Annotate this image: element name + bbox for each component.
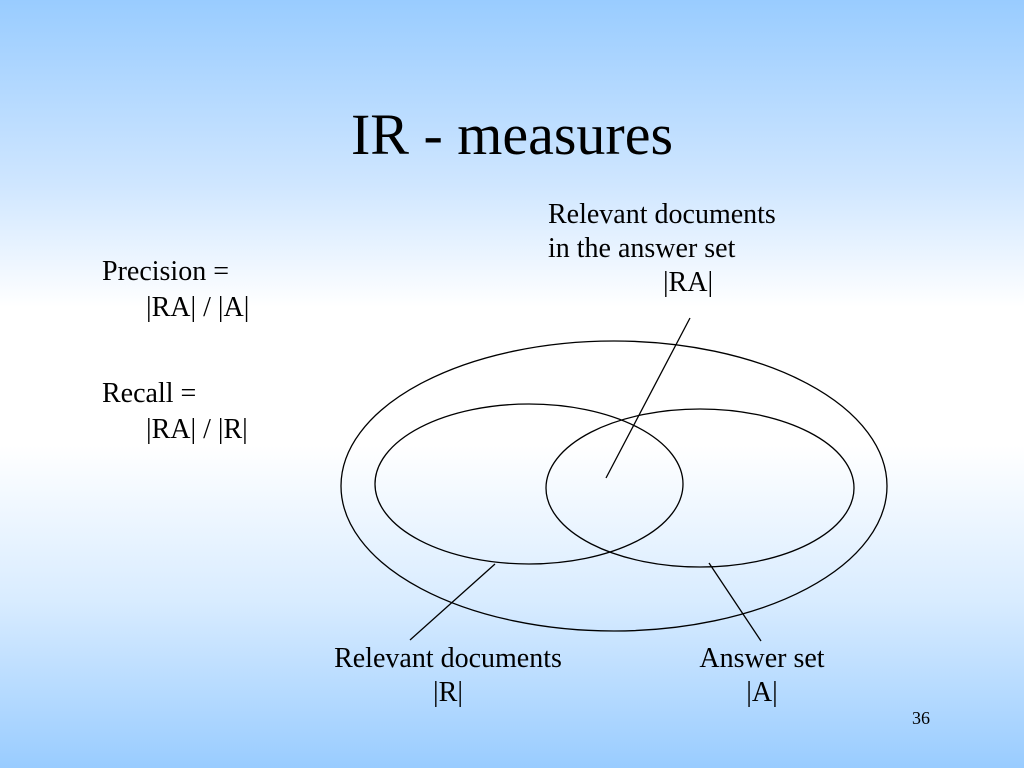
- precision-formula: Precision = |RA| / |A|: [102, 254, 249, 326]
- answer-pointer-line: [708, 562, 762, 642]
- precision-label: Precision =: [102, 256, 229, 287]
- recall-label: Recall =: [102, 378, 197, 409]
- relevant-symbol: |R|: [433, 677, 463, 708]
- recall-formula: Recall = |RA| / |R|: [102, 376, 248, 448]
- intersection-symbol: |RA|: [662, 267, 714, 298]
- answer-symbol: |A|: [746, 677, 778, 708]
- intersection-label: Relevant documents in the answer set |RA…: [548, 198, 828, 300]
- answer-label: Answer set |A|: [662, 642, 862, 710]
- intersection-label-line2: in the answer set: [548, 233, 736, 264]
- answer-set-ellipse: [545, 408, 855, 568]
- relevant-label: Relevant documents |R|: [300, 642, 596, 710]
- relevant-pointer-line: [409, 563, 496, 641]
- answer-label-line1: Answer set: [699, 643, 825, 674]
- recall-expression: |RA| / |R|: [146, 414, 248, 445]
- precision-expression: |RA| / |A|: [146, 292, 250, 323]
- slide-number: 36: [912, 708, 930, 728]
- slide-title: IR - measures: [350, 102, 674, 167]
- intersection-label-line1: Relevant documents: [548, 199, 776, 230]
- relevant-set-ellipse: [374, 403, 684, 565]
- relevant-label-line1: Relevant documents: [334, 643, 562, 674]
- intersection-pointer-line: [605, 317, 691, 479]
- collection-ellipse: [340, 340, 888, 632]
